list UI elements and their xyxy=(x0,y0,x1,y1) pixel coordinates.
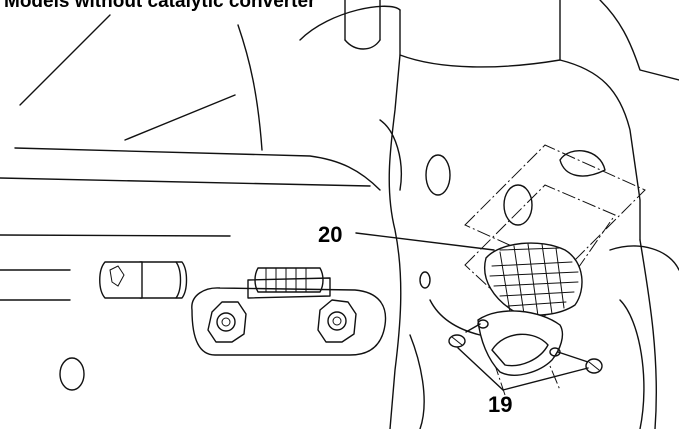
callout-label-20: 20 xyxy=(318,222,343,247)
screw-right xyxy=(557,351,603,374)
screw-left xyxy=(448,323,481,348)
callout-label-19: 19 xyxy=(488,392,513,417)
leader-lines xyxy=(355,232,589,391)
figure-caption: Models without catalytic converter xyxy=(4,0,316,12)
mesh-screen-part-20 xyxy=(484,242,583,317)
hinge-bracket xyxy=(191,267,387,356)
bolt-pin xyxy=(99,261,188,299)
heat-shield-cover xyxy=(477,310,564,376)
